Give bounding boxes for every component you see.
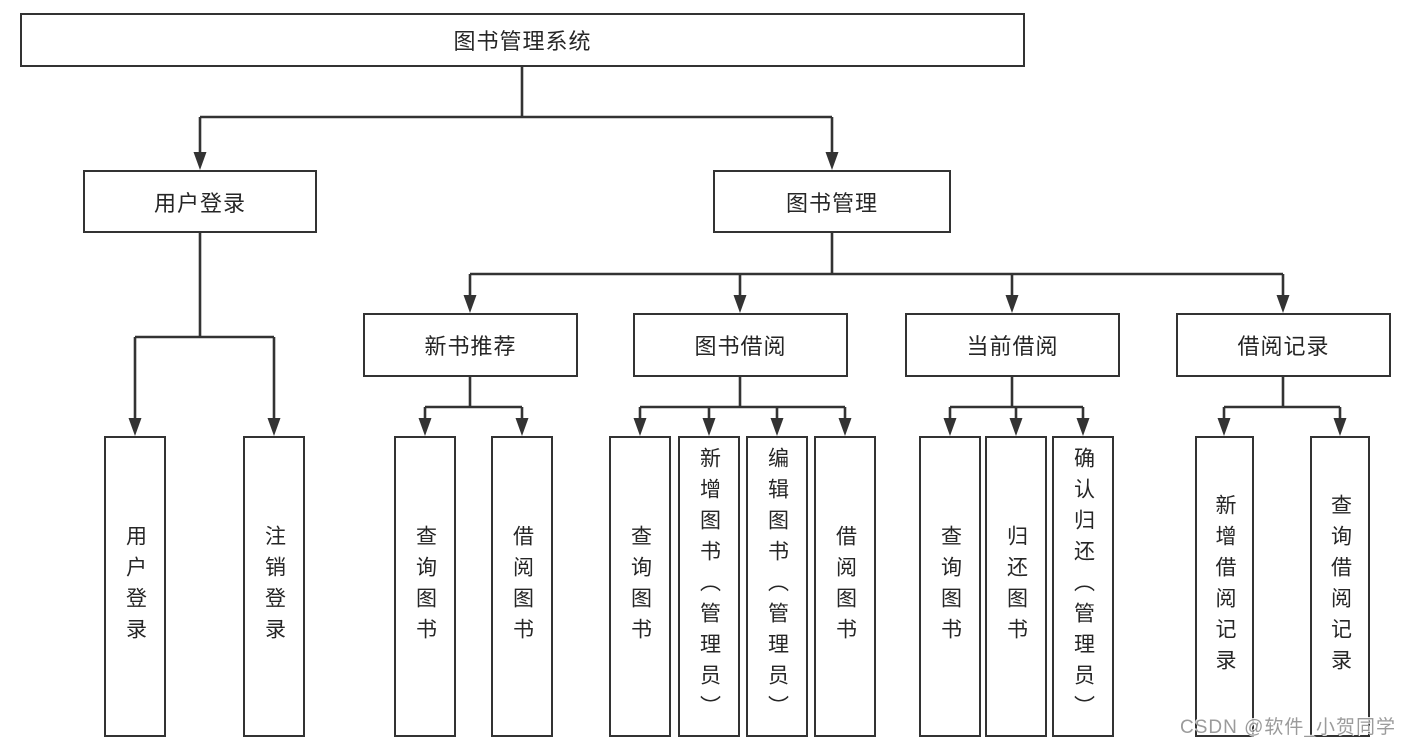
node-user-login: 用户登录: [83, 170, 317, 233]
node-leaf-query-books-1-label: 查询图书: [413, 524, 437, 649]
node-borrow-records: 借阅记录: [1176, 313, 1391, 377]
node-leaf-add-borrow-record: 新增借阅记录: [1195, 436, 1254, 737]
node-leaf-add-book-label: 新增图书（管理员）: [697, 447, 721, 726]
node-leaf-logout-label: 注销登录: [262, 524, 286, 649]
node-leaf-return-book-label: 归还图书: [1004, 524, 1028, 649]
node-leaf-add-book: 新增图书（管理员）: [678, 436, 740, 737]
node-borrow-records-label: 借阅记录: [1237, 334, 1330, 359]
node-leaf-user-login-label: 用户登录: [123, 524, 147, 649]
node-new-book-rec: 新书推荐: [363, 313, 578, 377]
node-leaf-add-borrow-record-label: 新增借阅记录: [1213, 493, 1237, 680]
node-leaf-confirm-return-label: 确认归还（管理员）: [1071, 447, 1095, 726]
node-leaf-return-book: 归还图书: [985, 436, 1047, 737]
node-current-borrow: 当前借阅: [905, 313, 1120, 377]
node-leaf-borrow-books-2-label: 借阅图书: [833, 524, 857, 649]
node-leaf-user-login: 用户登录: [104, 436, 166, 737]
node-leaf-borrow-books-1-label: 借阅图书: [510, 524, 534, 649]
node-leaf-query-books-2-label: 查询图书: [628, 524, 652, 649]
node-leaf-logout: 注销登录: [243, 436, 305, 737]
node-system: 图书管理系统: [20, 13, 1025, 67]
node-leaf-query-books-3-label: 查询图书: [938, 524, 962, 649]
node-leaf-query-books-2: 查询图书: [609, 436, 671, 737]
node-new-book-rec-label: 新书推荐: [424, 334, 517, 359]
node-leaf-query-borrow-record: 查询借阅记录: [1310, 436, 1370, 737]
node-leaf-borrow-books-1: 借阅图书: [491, 436, 553, 737]
node-leaf-confirm-return: 确认归还（管理员）: [1052, 436, 1114, 737]
node-current-borrow-label: 当前借阅: [966, 334, 1059, 359]
node-leaf-query-books-1: 查询图书: [394, 436, 456, 737]
node-user-login-label: 用户登录: [153, 190, 246, 216]
node-book-mgmt-label: 图书管理: [785, 190, 878, 216]
node-book-mgmt: 图书管理: [713, 170, 951, 233]
node-book-borrow-label: 图书借阅: [694, 334, 787, 359]
node-leaf-query-books-3: 查询图书: [919, 436, 981, 737]
node-leaf-query-borrow-record-label: 查询借阅记录: [1328, 493, 1352, 680]
node-book-borrow: 图书借阅: [633, 313, 848, 377]
node-leaf-borrow-books-2: 借阅图书: [814, 436, 876, 737]
node-leaf-edit-book: 编辑图书（管理员）: [746, 436, 808, 737]
node-leaf-edit-book-label: 编辑图书（管理员）: [765, 447, 789, 726]
watermark-text: CSDN @软件_小贺同学: [1180, 717, 1396, 738]
node-system-label: 图书管理系统: [453, 29, 592, 54]
